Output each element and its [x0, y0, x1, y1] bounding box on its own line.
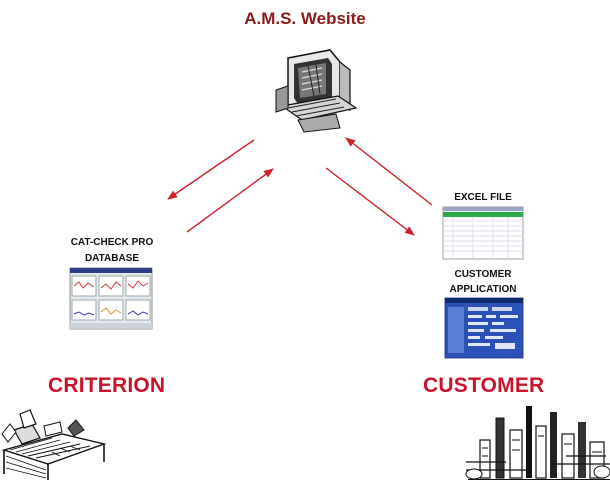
database-screenshot [69, 267, 153, 330]
arrow-customer-to-website [345, 137, 433, 206]
arrow-website-to-criterion [167, 139, 255, 200]
excel-file-label: EXCEL FILE [454, 192, 512, 203]
criterion-office-sketch-icon [1, 409, 107, 480]
arrow-website-to-customer [325, 167, 415, 236]
database-caption-line2: DATABASE [84, 253, 140, 264]
excel-file-screenshot [442, 206, 524, 260]
database-caption-line1: CAT-CHECK PRO [70, 237, 154, 248]
diagram-title: A.M.S. Website [244, 9, 366, 28]
customer-refinery-sketch-icon [465, 406, 610, 480]
criterion-label: CRITERION [48, 374, 166, 397]
computer-terminal-icon [275, 49, 358, 133]
customer-label: CUSTOMER [423, 374, 545, 397]
arrow-criterion-to-website [186, 168, 274, 233]
customer-application-line2: APPLICATION [449, 284, 517, 295]
customer-application-screenshot [444, 297, 524, 359]
customer-application-line1: CUSTOMER [454, 269, 512, 280]
